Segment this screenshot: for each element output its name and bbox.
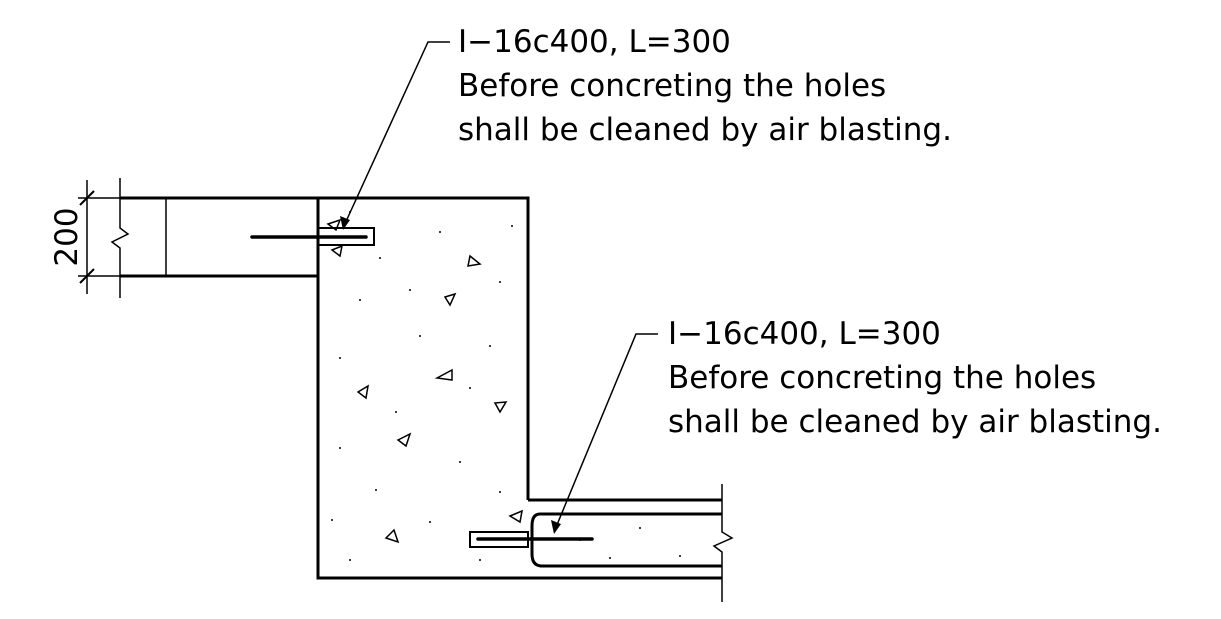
leader-upper [340,41,450,230]
note-lower: I−16c400, L=300 Before concreting the ho… [668,316,1162,440]
dimension-label: 200 [49,207,85,266]
note-upper-line2: Before concreting the holes [458,68,886,104]
dimension-200: 200 [49,180,122,294]
slab-dots [579,527,681,559]
lower-anchor [469,531,594,548]
break-symbol-right [712,526,734,578]
lower-slab [528,484,734,602]
note-lower-line3: shall be cleaned by air blasting. [668,404,1162,440]
leader-lower [551,333,658,534]
break-symbol [110,198,130,276]
note-upper-line3: shall be cleaned by air blasting. [458,112,952,148]
note-lower-line2: Before concreting the holes [668,360,1096,396]
concrete-dots [331,211,513,561]
note-upper: I−16c400, L=300 Before concreting the ho… [458,24,952,148]
note-upper-line1: I−16c400, L=300 [458,24,731,60]
upper-anchor [250,227,375,246]
upper-slab [110,178,318,298]
concrete-hatch [326,218,523,544]
note-lower-line1: I−16c400, L=300 [668,316,941,352]
wall [316,196,530,580]
